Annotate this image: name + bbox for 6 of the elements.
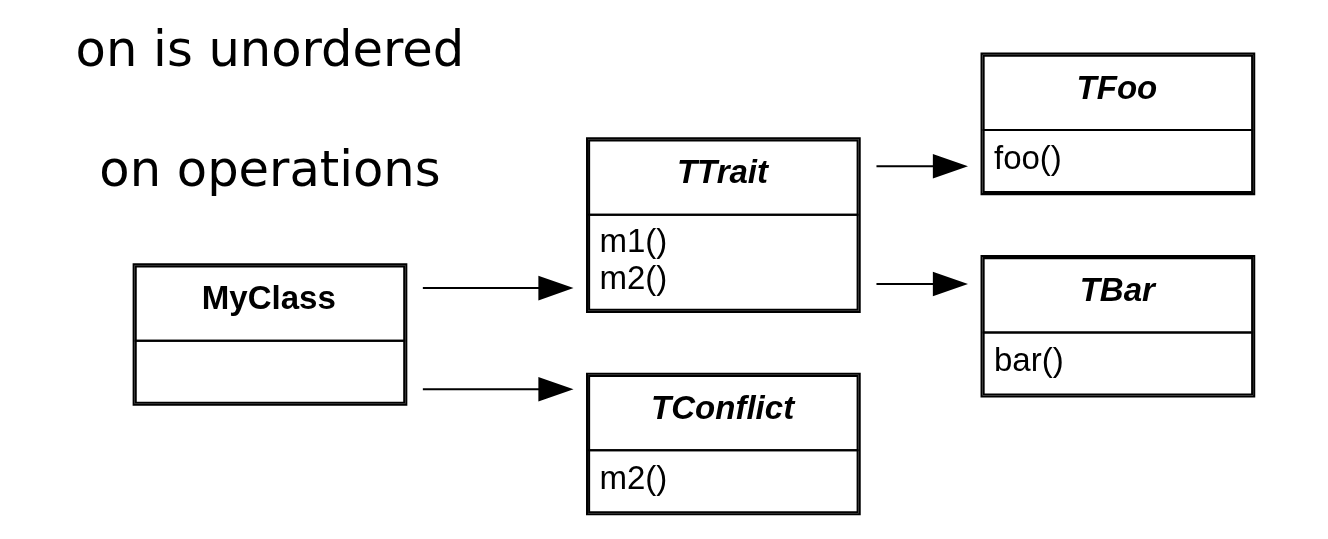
label: on is unordered [75, 20, 464, 79]
label: on operations [98, 140, 441, 199]
arrow [875, 153, 968, 179]
arrow [422, 377, 574, 402]
arrow [422, 275, 574, 301]
arrow [875, 271, 968, 297]
